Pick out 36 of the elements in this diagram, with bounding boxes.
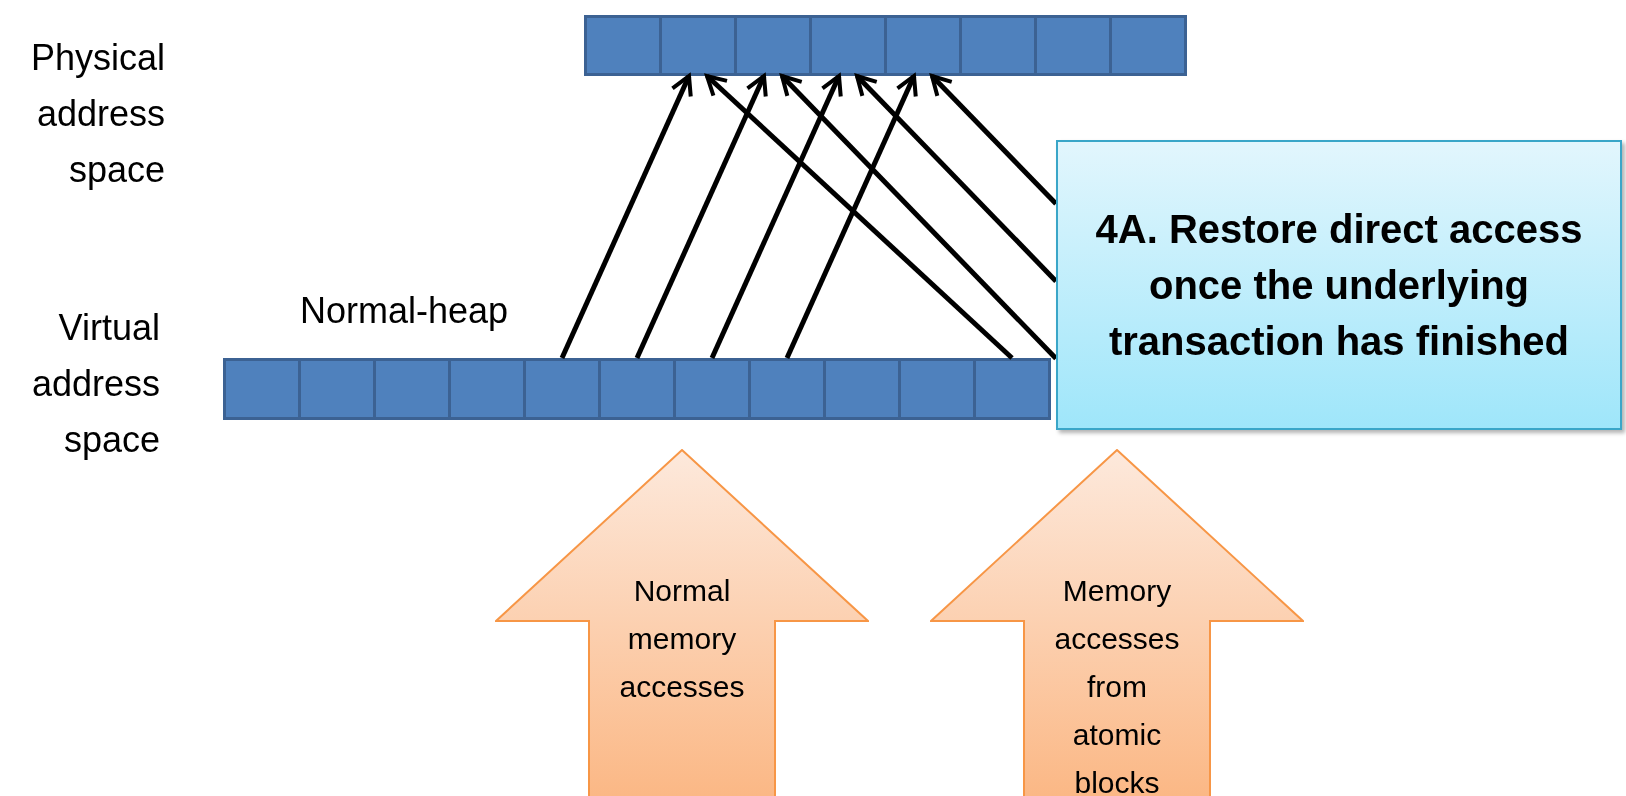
memory-cell: [373, 358, 451, 420]
memory-cell: [748, 358, 826, 420]
callout-box: [1056, 140, 1622, 430]
memory-cell: [959, 15, 1037, 76]
arrow: [709, 74, 843, 360]
arrow: [855, 74, 1058, 283]
block-arrow: [930, 449, 1304, 796]
memory-cell: [734, 15, 812, 76]
memory-cell: [523, 358, 601, 420]
memory-cell: [448, 358, 526, 420]
memory-cell: [223, 358, 301, 420]
arrow: [705, 74, 1014, 360]
arrow: [559, 74, 693, 360]
arrow: [784, 74, 918, 360]
memory-cell: [1034, 15, 1112, 76]
arrow-label: Normal memory accesses: [618, 573, 746, 705]
memory-cell: [584, 15, 662, 76]
block-arrow: [495, 449, 869, 796]
memory-cell: [898, 358, 976, 420]
memory-cell: [298, 358, 376, 420]
row-label: Physical address space: [29, 36, 165, 192]
memory-cell: [1109, 15, 1187, 76]
memory-cell: [884, 15, 962, 76]
memory-cell: [823, 358, 901, 420]
arrow: [634, 74, 768, 360]
memory-cell: [809, 15, 887, 76]
arrow: [930, 74, 1058, 206]
memory-cell: [659, 15, 737, 76]
row-label: Virtual address space: [30, 306, 160, 462]
arrow: [780, 74, 1058, 361]
memory-cell: [673, 358, 751, 420]
callout-text: 4A. Restore direct access once the underlying transaction has finished: [1094, 206, 1584, 365]
region-label: Normal-heap: [300, 289, 510, 333]
memory-cell: [598, 358, 676, 420]
arrow-label: Memory accesses from atomic blocks: [1053, 573, 1181, 796]
memory-cell: [973, 358, 1051, 420]
